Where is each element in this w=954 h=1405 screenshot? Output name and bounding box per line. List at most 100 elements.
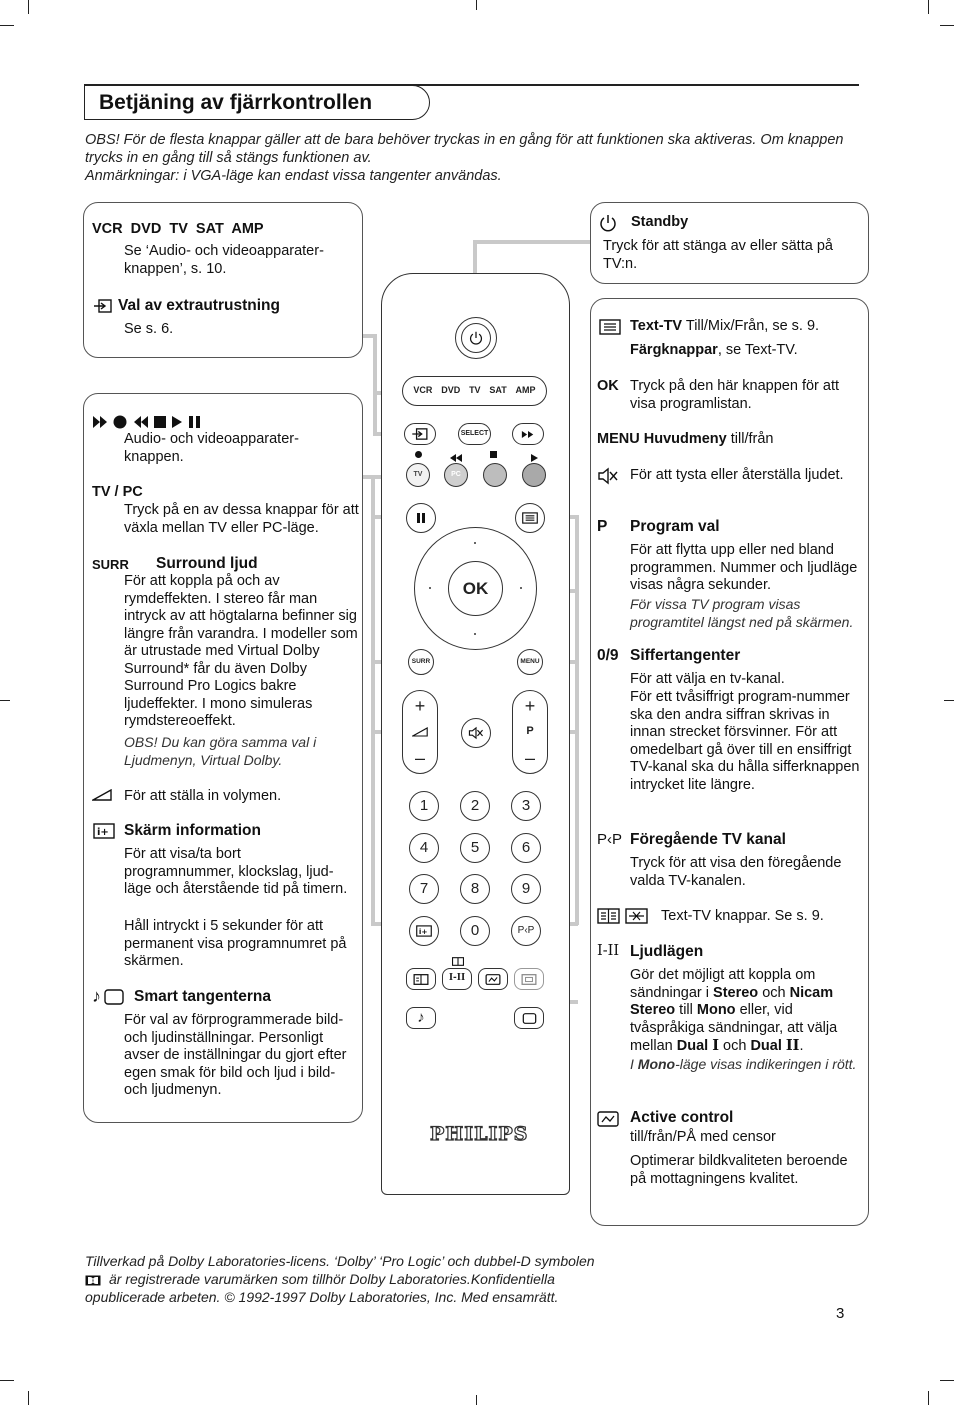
play-symbol	[531, 450, 538, 468]
source-sat[interactable]: SAT	[489, 385, 507, 396]
crop-mark	[0, 700, 10, 701]
source-selector[interactable]: VCR DVD TV SAT AMP	[402, 376, 547, 406]
smart-sound-button[interactable]: ♪	[406, 1007, 436, 1029]
format-button[interactable]	[514, 968, 544, 990]
header-rule	[84, 84, 859, 86]
p-note: För vissa TV program visas programtitel …	[630, 596, 854, 630]
mute-icon	[468, 726, 483, 740]
teletext-mini-icon	[452, 954, 464, 972]
sound-mode-label: I-II	[448, 973, 466, 984]
crop-mark	[476, 1395, 477, 1405]
sound-bold-part: Dual	[676, 1038, 709, 1054]
volume-rocker[interactable]: + –	[402, 690, 438, 774]
surr-key: SURR	[92, 557, 129, 572]
crop-mark	[0, 1380, 14, 1381]
source-dvd[interactable]: DVD	[441, 385, 461, 396]
digit-9-button[interactable]: 9	[511, 874, 541, 904]
sound-text: Gör det möjligt att koppla om sändningar…	[630, 967, 866, 1056]
external-source-icon	[412, 428, 428, 440]
previous-channel-button[interactable]: P‹P	[511, 916, 541, 946]
av-text: Audio- och videoapparater-knappen.	[124, 431, 299, 465]
color-line: Färgknappar, se Text-TV.	[630, 342, 866, 360]
digits-title: Siffertangenter	[630, 647, 741, 664]
external-source-button[interactable]	[404, 423, 436, 445]
prev-text: Tryck för att visa den föregående valda …	[630, 855, 842, 889]
digits-key: 0/9	[597, 647, 619, 664]
leader-line	[575, 515, 579, 925]
sound-note-part: I	[630, 1056, 638, 1072]
dolby-double-d-icon	[85, 1275, 101, 1286]
tvpc-text: Tryck på en av dessa knappar för att väx…	[124, 502, 359, 536]
color-rest: , se Text-TV.	[717, 342, 798, 358]
color-key-4[interactable]	[522, 463, 546, 487]
intro-note: OBS! För de flesta knappar gäller att de…	[85, 131, 855, 185]
crop-mark	[28, 0, 29, 14]
prev-title: Föregående TV kanal	[630, 831, 786, 848]
color-key-tv[interactable]: TV	[406, 463, 430, 487]
nav-left-dot[interactable]	[429, 587, 431, 589]
digit-4-button[interactable]: 4	[409, 833, 439, 863]
sound-key: I-II	[597, 943, 620, 959]
active-text: Optimerar bildkvaliteten beroende på mot…	[630, 1153, 848, 1187]
nav-down-dot[interactable]	[474, 633, 476, 635]
digit-0-button[interactable]: 0	[460, 916, 490, 946]
sound-mode-button[interactable]: I-II	[442, 968, 472, 990]
mute-icon	[597, 467, 619, 491]
ok-button[interactable]: OK	[448, 561, 503, 616]
right-box-standby: Standby Tryck för att stänga av eller sä…	[590, 202, 869, 284]
source-amp[interactable]: AMP	[515, 385, 536, 396]
crop-mark	[0, 25, 14, 26]
source-vcr[interactable]: VCR	[413, 385, 433, 396]
menu-key: MENU	[597, 431, 640, 447]
sound-text-part: och	[758, 984, 790, 1001]
surr-title: Surround ljud	[156, 555, 258, 572]
info-heading: i+ Skärm information	[92, 822, 261, 840]
color-key-pc[interactable]: PC	[444, 463, 468, 487]
program-down-icon[interactable]: –	[524, 748, 535, 768]
picture-icon	[104, 989, 124, 1005]
program-up-icon[interactable]: +	[524, 696, 536, 716]
digit-7-button[interactable]: 7	[409, 874, 439, 904]
left-box-functions: Audio- och videoapparater-knappen. TV / …	[83, 393, 363, 1123]
volume-text: För att ställa in volymen.	[124, 788, 282, 804]
menu-line: MENU Huvudmeny till/från	[597, 431, 865, 449]
color-key-3[interactable]	[483, 463, 507, 487]
screen-info-button[interactable]: i+	[409, 916, 439, 946]
menu-button[interactable]: MENU	[517, 649, 543, 675]
smart-text: För val av förprogrammerade bild- och lj…	[124, 1012, 347, 1098]
fast-forward-button[interactable]	[512, 423, 544, 445]
crop-mark	[928, 1391, 929, 1405]
digit-1-button[interactable]: 1	[409, 791, 439, 821]
digit-6-button[interactable]: 6	[511, 833, 541, 863]
source-tv[interactable]: TV	[469, 385, 481, 396]
info-text-2: Håll intryckt i 5 sekunder för att perma…	[124, 918, 347, 969]
teletext-keys-icons	[597, 908, 649, 930]
teletext-line: Text-TV Till/Mix/Från, se s. 9.	[630, 318, 866, 336]
surround-button[interactable]: SURR	[408, 649, 434, 675]
navigation-ring[interactable]: OK	[414, 527, 537, 650]
split-screen-button[interactable]	[406, 968, 436, 990]
program-rocker[interactable]: + P –	[512, 690, 548, 774]
pause-button[interactable]	[406, 503, 436, 533]
menu-title: Huvudmeny	[643, 431, 727, 447]
smart-picture-button[interactable]	[514, 1007, 544, 1029]
intro-line-1: OBS! För de flesta knappar gäller att de…	[85, 132, 844, 166]
leader-line	[362, 475, 374, 479]
power-button[interactable]	[455, 317, 497, 359]
digits-text-2: För ett tvåsiffrigt program-nummer ska d…	[630, 689, 860, 793]
digit-5-button[interactable]: 5	[460, 833, 490, 863]
volume-up-icon[interactable]: +	[414, 696, 426, 716]
nav-right-dot[interactable]	[520, 587, 522, 589]
footer-note: Tillverkad på Dolby Laboratories-licens.…	[85, 1252, 625, 1306]
teletext-button[interactable]	[515, 503, 545, 533]
digit-8-button[interactable]: 8	[460, 874, 490, 904]
select-button[interactable]: SELECT	[458, 423, 491, 445]
digit-2-button[interactable]: 2	[460, 791, 490, 821]
nav-up-dot[interactable]	[474, 542, 476, 544]
digit-3-button[interactable]: 3	[511, 791, 541, 821]
volume-down-icon[interactable]: –	[414, 748, 425, 768]
mute-button[interactable]	[461, 718, 491, 748]
active-control-button[interactable]	[478, 968, 508, 990]
digits-text-1: För att välja en tv-kanal.	[630, 671, 785, 687]
crop-mark	[476, 0, 477, 10]
